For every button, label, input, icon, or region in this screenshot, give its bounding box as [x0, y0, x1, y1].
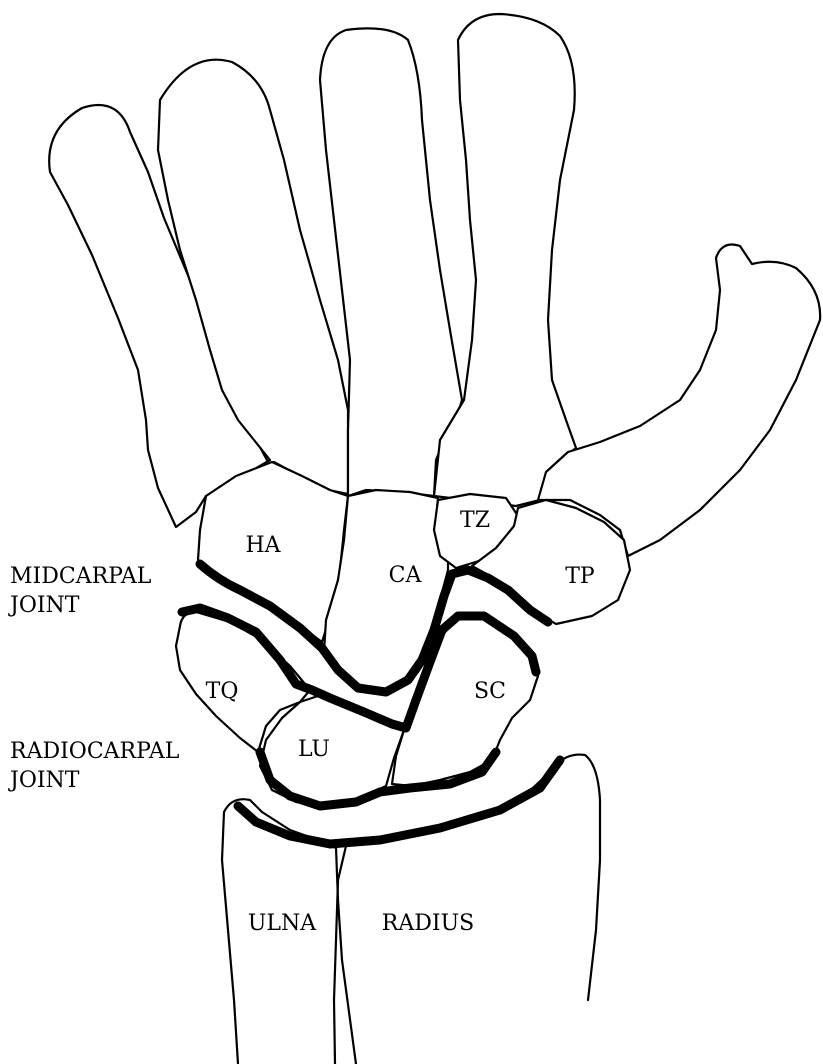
midcarpal-joint-label-line1: MIDCARPAL	[10, 564, 152, 589]
lunate-label: LU	[298, 737, 330, 762]
radius-bone	[334, 755, 600, 1064]
radiocarpal-joint-label-line2: JOINT	[8, 768, 80, 793]
triquetrum-label: TQ	[206, 679, 239, 704]
capitate-label: CA	[389, 563, 423, 588]
radius-label: RADIUS	[382, 911, 474, 936]
metacarpal-2	[434, 14, 576, 506]
trapezium-label: TP	[565, 564, 595, 589]
scaphoid-label: SC	[474, 679, 506, 704]
midcarpal-joint-label-line2: JOINT	[8, 593, 80, 618]
hamate-label: HA	[245, 533, 281, 558]
trapezoid-label: TZ	[460, 508, 490, 533]
ulna-label: ULNA	[248, 911, 317, 936]
radiocarpal-joint-label-line1: RADIOCARPAL	[10, 739, 180, 764]
